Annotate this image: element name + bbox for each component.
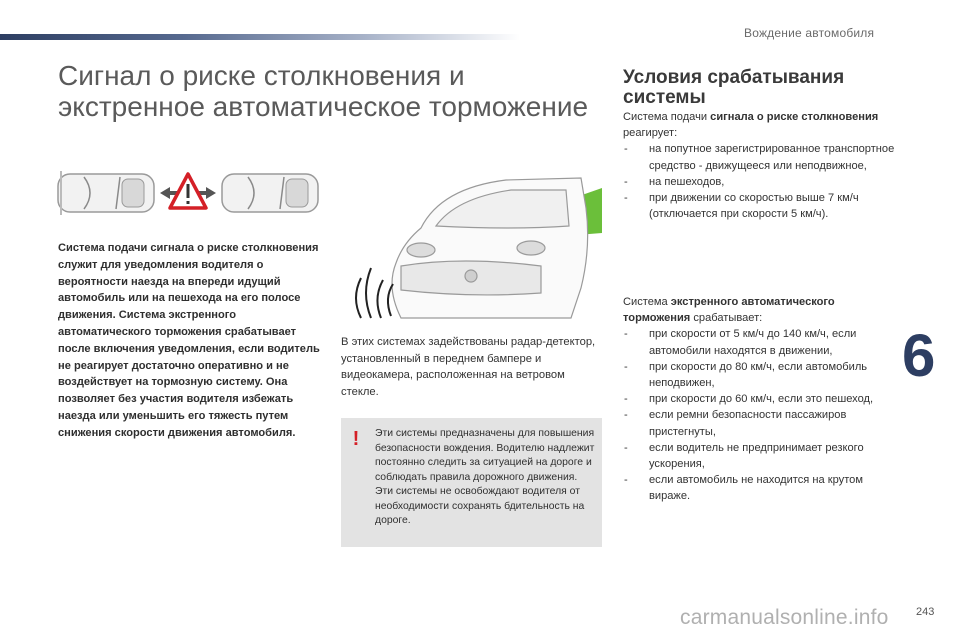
radar-description: В этих системах задействованы радар-дете… — [341, 336, 596, 398]
emergency-braking-intro: Система экстренного автоматического торм… — [623, 296, 835, 325]
collision-alert-conditions: Система подачи сигнала о риске столкнове… — [623, 109, 895, 222]
emergency-braking-list: при скорости от 5 км/ч до 140 км/ч, если… — [623, 326, 895, 504]
list-item: при скорости от 5 км/ч до 140 км/ч, если… — [623, 326, 895, 358]
page-title-line-1: Сигнал о риске столкновения и — [58, 60, 465, 91]
page-number: 243 — [916, 606, 935, 618]
list-item: на попутное зарегистрированное транспорт… — [623, 141, 895, 173]
watermark: carmanualsonline.info — [680, 606, 889, 629]
double-arrow-icon — [160, 187, 216, 199]
list-item: если автомобиль не находится на крутом в… — [623, 472, 895, 504]
chapter-number: 6 — [902, 322, 936, 389]
collision-alert-intro: Система подачи сигнала о риске столкнове… — [623, 111, 879, 140]
warning-box — [341, 418, 602, 547]
list-item: на пешеходов, — [623, 174, 895, 190]
list-item: при движении со скоростью выше 7 км/ч (о… — [623, 190, 895, 222]
warning-triangle-icon — [168, 172, 208, 210]
collision-warning-diagram-icon — [57, 171, 319, 215]
van-front-radar-photo-icon — [341, 168, 602, 321]
list-item: при скорости до 80 км/ч, если автомобиль… — [623, 359, 895, 391]
conditions-heading: Условия срабатывания системы — [623, 68, 923, 108]
intro-paragraph: Система подачи сигнала о риске столкнове… — [58, 242, 320, 439]
list-item: если водитель не предпринимает резкого у… — [623, 440, 895, 472]
header-accent-bar — [0, 34, 520, 40]
warning-text: Эти системы предназначены для повышения … — [375, 428, 595, 526]
emergency-braking-conditions: Система экстренного автоматического торм… — [623, 294, 895, 505]
page-title-line-2: экстренное автоматическое торможение — [58, 91, 589, 122]
list-item: при скорости до 60 км/ч, если это пешехо… — [623, 391, 895, 407]
page-title: Сигнал о риске столкновения и экстренное… — [58, 60, 618, 122]
section-title: Вождение автомобиля — [744, 26, 875, 40]
collision-alert-list: на попутное зарегистрированное транспорт… — [623, 141, 895, 222]
conditions-heading-line-1: Условия срабатывания — [623, 67, 845, 88]
list-item: если ремни безопасности пассажиров прист… — [623, 407, 895, 439]
front-car-icon — [221, 173, 319, 213]
conditions-heading-line-2: системы — [623, 87, 706, 108]
exclamation-icon: ! — [352, 428, 360, 450]
rear-car-icon — [57, 171, 155, 215]
